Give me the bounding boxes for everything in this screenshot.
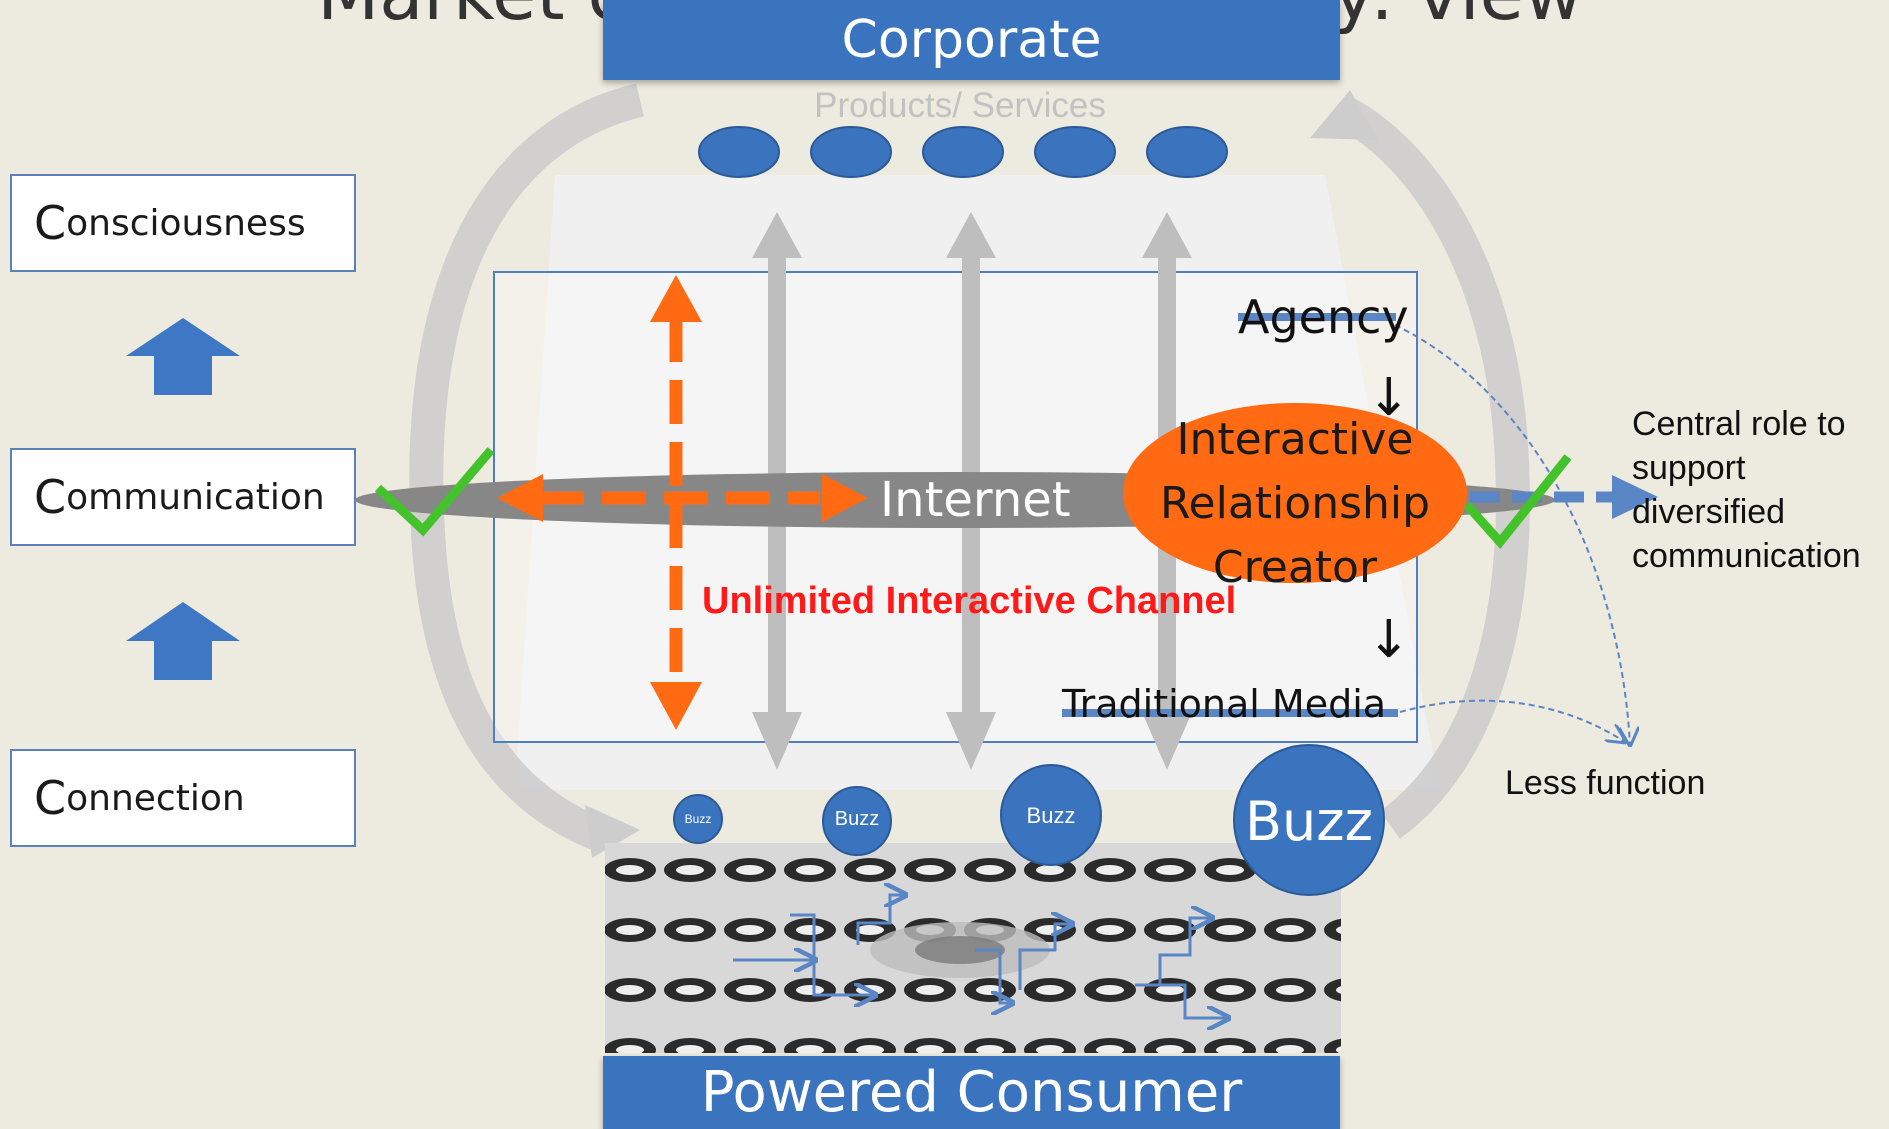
traditional-dashed-curve xyxy=(1399,699,1625,742)
buzz-circles xyxy=(673,744,1385,896)
corporate-label: Corporate xyxy=(841,10,1102,70)
central-role-line: diversified xyxy=(1632,493,1786,531)
step-initial: C xyxy=(34,470,67,524)
step-rest: onsciousness xyxy=(66,202,306,244)
traditional-underline xyxy=(1062,709,1398,717)
product-ellipses xyxy=(698,126,1228,178)
down-arrow-icon: ↓ xyxy=(1367,368,1411,428)
internet-label: Internet xyxy=(880,472,1071,528)
step-rest: ommunication xyxy=(66,476,325,518)
buzz-label: Buzz xyxy=(834,808,880,830)
step-rest: onnection xyxy=(66,777,245,819)
orange-dashed-cross xyxy=(540,318,820,690)
creator-line: Creator xyxy=(1212,542,1378,593)
channel-label: Unlimited Interactive Channel xyxy=(702,580,1237,622)
buzz-label: Buzz xyxy=(1245,790,1373,853)
central-role-line: support xyxy=(1632,449,1746,487)
agency-underline xyxy=(1238,313,1396,321)
up-arrow-icon xyxy=(126,602,240,680)
step-arrows xyxy=(733,895,1228,1018)
buzz-label: Buzz xyxy=(1026,803,1076,828)
checkmark-icon xyxy=(1463,454,1572,549)
orange-arrowheads xyxy=(497,275,868,730)
agency-dashed-curve xyxy=(1394,324,1630,745)
creator-line: Relationship xyxy=(1159,478,1431,529)
step-initial: C xyxy=(34,196,67,250)
right-cycle-arc xyxy=(1332,94,1530,839)
central-role-line: Central role to xyxy=(1632,405,1846,443)
creator-ellipse xyxy=(1123,403,1467,583)
up-arrow-icon xyxy=(126,318,240,395)
corporate-banner: Corporate xyxy=(603,0,1340,80)
step-initial: C xyxy=(34,771,67,825)
products-subtitle: Products/ Services xyxy=(814,86,1106,125)
buzz-label: Buzz xyxy=(684,812,712,826)
consumer-banner: Powered Consumer xyxy=(603,1056,1340,1129)
checkmark-icon xyxy=(374,447,495,537)
right-cycle-arrowhead xyxy=(1310,90,1378,140)
creator-line: Interactive xyxy=(1176,414,1414,465)
consumer-label: Powered Consumer xyxy=(700,1060,1243,1125)
down-arrow-icon: ↓ xyxy=(1367,610,1411,670)
central-role-line: communication xyxy=(1632,537,1861,575)
traditional-media-label: Traditional Media xyxy=(1062,682,1387,726)
agency-label: Agency xyxy=(1238,290,1409,344)
central-role-text: Central role to support diversified comm… xyxy=(1632,402,1861,578)
less-function-label: Less function xyxy=(1505,764,1706,802)
creator-text: Interactive Relationship Creator xyxy=(1140,408,1450,600)
left-cycle-arrowhead xyxy=(585,805,640,858)
